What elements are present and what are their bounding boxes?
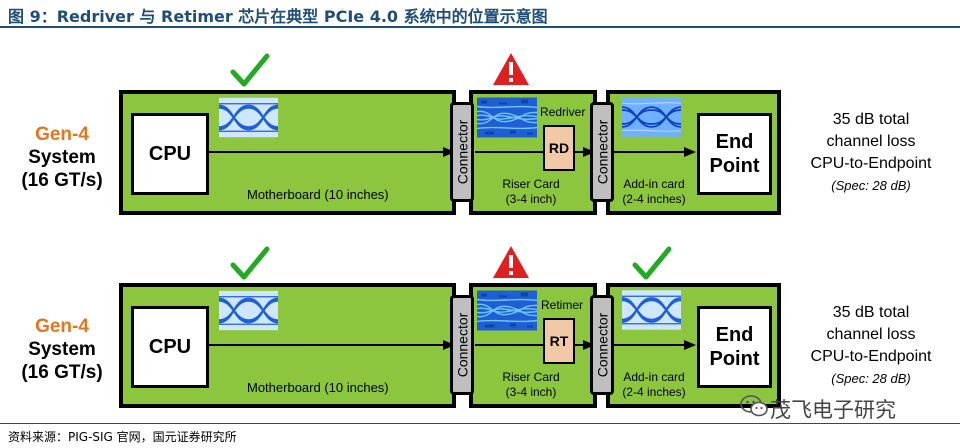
- system-label: Gen-4 System (16 GT/s): [6, 123, 118, 192]
- figure-title: 图 9：Redriver 与 Retimer 芯片在典型 PCIe 4.0 系统…: [8, 7, 548, 26]
- eye-diagram-noisy: [477, 290, 537, 331]
- signal-arrow: [612, 147, 696, 157]
- check-icon: [230, 245, 270, 281]
- source-note: 资料来源：PIG-SIG 官网，国元证券研究所: [8, 430, 237, 444]
- signal-arrow: [475, 340, 595, 350]
- warning-icon: [491, 244, 531, 280]
- channel-loss-note: 35 dB total channel loss CPU-to-Endpoint…: [810, 111, 932, 193]
- connector: Connector: [590, 295, 614, 395]
- eye-diagram-mid: [622, 97, 681, 137]
- riser-label: Riser Card (3-4 inch): [502, 177, 560, 206]
- signal-arrow: [209, 147, 455, 157]
- channel-loss-note: 35 dB total channel loss CPU-to-Endpoint…: [810, 304, 932, 386]
- riser-label: Riser Card (3-4 inch): [502, 370, 560, 399]
- motherboard-label: Motherboard (10 inches): [247, 187, 389, 202]
- addin-label: Add-in card (2-4 inches): [622, 177, 686, 206]
- check-icon: [230, 52, 270, 88]
- system-word: System: [28, 147, 96, 168]
- rate-label: (16 GT/s): [21, 170, 103, 191]
- redriver-chip: RD: [543, 125, 575, 171]
- eye-diagram-clean: [219, 290, 278, 331]
- system-label: Gen-4 System (16 GT/s): [6, 315, 118, 384]
- eye-diagram-clean: [622, 290, 681, 330]
- retimer-chip: RT: [543, 318, 575, 364]
- chip-name: Retimer: [541, 298, 584, 312]
- cpu-block: CPU: [131, 306, 209, 388]
- gen-label: Gen-4: [35, 124, 89, 145]
- gen-label: Gen-4: [35, 316, 89, 337]
- chip-name: Redriver: [540, 105, 586, 119]
- endpoint-block: End Point: [697, 306, 772, 388]
- title-rule: [0, 26, 960, 28]
- warning-icon: [491, 51, 531, 87]
- connector: Connector: [450, 295, 474, 395]
- connector: Connector: [590, 102, 614, 202]
- system-word: System: [28, 339, 96, 360]
- eye-diagram-noisy: [477, 97, 537, 138]
- watermark-text: 茂飞电子研究: [770, 398, 896, 422]
- signal-arrow: [612, 340, 696, 350]
- motherboard-label: Motherboard (10 inches): [247, 380, 389, 395]
- eye-diagram-clean: [219, 97, 278, 138]
- addin-label: Add-in card (2-4 inches): [622, 370, 686, 399]
- footer-rule: [0, 423, 960, 424]
- cpu-block: CPU: [131, 113, 209, 195]
- connector: Connector: [450, 102, 474, 202]
- signal-arrow: [475, 147, 595, 157]
- endpoint-block: End Point: [697, 113, 772, 195]
- check-icon: [632, 245, 672, 281]
- rate-label: (16 GT/s): [21, 362, 103, 383]
- wechat-logo-icon: [740, 395, 768, 417]
- signal-arrow: [209, 340, 455, 350]
